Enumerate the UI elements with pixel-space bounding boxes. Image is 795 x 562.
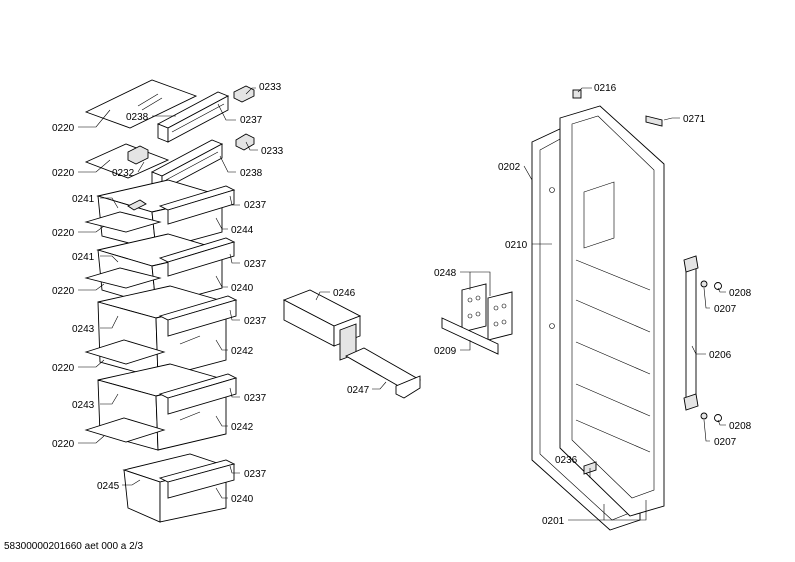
door-liner	[559, 105, 665, 517]
label-0220-a: 0220	[52, 123, 75, 134]
label-0233-a: 0233	[259, 82, 282, 93]
clip-second	[235, 133, 255, 151]
cold-pack-left	[461, 283, 487, 333]
divider-second	[84, 267, 162, 289]
screw-lower	[700, 412, 708, 420]
flap-top	[156, 91, 230, 143]
label-0216: 0216	[594, 83, 617, 94]
label-0210: 0210	[505, 240, 528, 251]
part-number-labels: 0220 0238 0233 0237 0233 0220 0232 0238 …	[52, 82, 752, 527]
door-top-cap	[572, 89, 582, 99]
label-0237-f: 0237	[244, 469, 267, 480]
label-0237-c: 0237	[244, 259, 267, 270]
screw-upper	[700, 280, 708, 288]
label-0207-a: 0207	[714, 304, 737, 315]
drawer-bottom	[122, 453, 236, 523]
door-handle	[683, 255, 699, 411]
label-0202: 0202	[498, 162, 521, 173]
label-0233-b: 0233	[261, 146, 284, 157]
label-0244: 0244	[231, 225, 254, 236]
label-0220-c: 0220	[52, 228, 75, 239]
clip-top	[233, 85, 255, 103]
label-0236: 0236	[555, 455, 578, 466]
label-0237-b: 0237	[244, 200, 267, 211]
label-0220-f: 0220	[52, 439, 75, 450]
label-0245: 0245	[97, 481, 120, 492]
label-0242-b: 0242	[231, 422, 254, 433]
label-0246: 0246	[333, 288, 356, 299]
label-0237-e: 0237	[244, 393, 267, 404]
label-0243-b: 0243	[72, 400, 95, 411]
label-0201: 0201	[542, 516, 565, 527]
hinge-clip	[127, 145, 149, 165]
label-0220-d: 0220	[52, 286, 75, 297]
label-0207-b: 0207	[714, 437, 737, 448]
label-0237-a: 0237	[240, 115, 263, 126]
door-assembly	[531, 89, 722, 531]
label-0237-d: 0237	[244, 316, 267, 327]
cold-pack-right	[487, 291, 513, 341]
label-0232: 0232	[112, 168, 135, 179]
label-0240-a: 0240	[231, 283, 254, 294]
leader-lines	[78, 87, 726, 521]
label-0209: 0209	[434, 346, 457, 357]
cold-pack-bar	[441, 317, 499, 355]
label-0206: 0206	[709, 350, 732, 361]
label-0248: 0248	[434, 268, 457, 279]
label-0208-b: 0208	[729, 421, 752, 432]
label-0243-a: 0243	[72, 324, 95, 335]
label-0208-a: 0208	[729, 288, 752, 299]
label-0247: 0247	[347, 385, 370, 396]
label-0242-a: 0242	[231, 346, 254, 357]
label-0271: 0271	[683, 114, 706, 125]
label-0240-b: 0240	[231, 494, 254, 505]
label-0238-b: 0238	[240, 168, 263, 179]
label-0241-b: 0241	[72, 252, 95, 263]
left-assembly	[84, 79, 255, 523]
label-0220-b: 0220	[52, 168, 75, 179]
cold-packs	[441, 283, 513, 355]
drawer-third	[97, 285, 238, 379]
label-0238-a: 0238	[126, 112, 149, 123]
ice-maker-assembly	[282, 289, 421, 399]
cap-lower	[714, 414, 722, 422]
divider-first	[84, 211, 162, 233]
cap-upper	[714, 282, 722, 290]
label-0220-e: 0220	[52, 363, 75, 374]
divider-third	[84, 339, 166, 365]
label-0241-a: 0241	[72, 194, 95, 205]
door-screw	[645, 115, 663, 127]
document-id: 58300000201660 aet 000 a 2/3	[4, 541, 144, 552]
divider-fourth	[84, 417, 166, 443]
